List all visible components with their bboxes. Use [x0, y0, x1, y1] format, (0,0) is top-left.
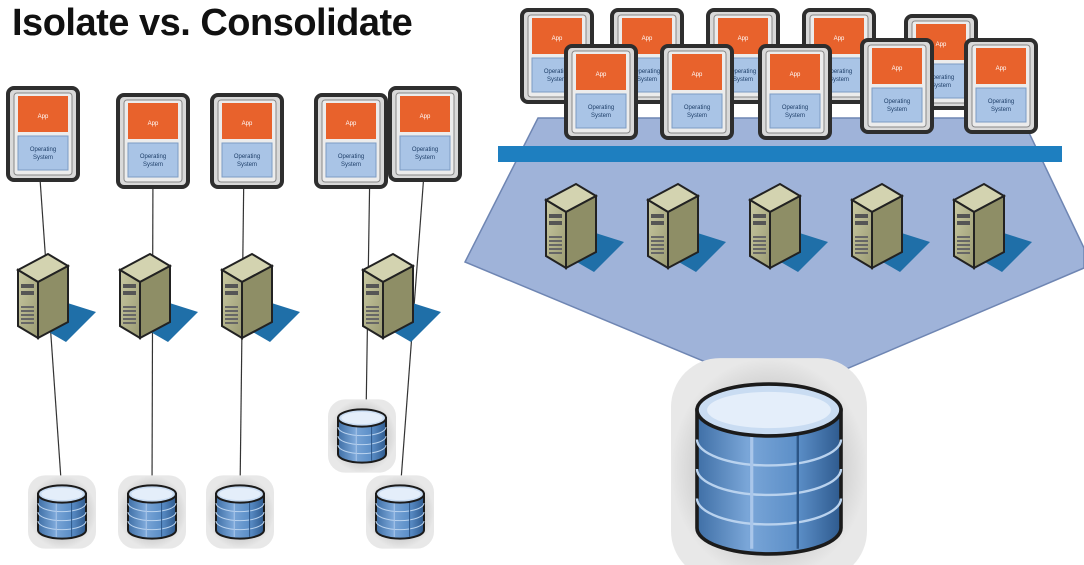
server-tower-icon: [360, 252, 441, 342]
server-tower-icon: [747, 182, 828, 272]
os-label-line1: Operating: [988, 99, 1014, 105]
os-label-line1: Operating: [826, 69, 852, 75]
os-box: [871, 87, 923, 123]
os-label-line2: System: [415, 155, 435, 161]
server-tower-icon: [15, 252, 96, 342]
network-bus-icon: [498, 146, 1062, 162]
os-label-line1: Operating: [782, 105, 808, 111]
os-label-line2: System: [733, 77, 753, 83]
app-label: App: [892, 66, 903, 72]
os-label-line2: System: [785, 113, 805, 119]
page-title: Isolate vs. Consolidate: [12, 2, 413, 44]
database-cylinder-icon: [28, 475, 96, 549]
server-tower-icon: [219, 252, 300, 342]
app-box: [770, 54, 820, 90]
os-label-line2: System: [143, 162, 163, 168]
app-box: [872, 48, 922, 84]
app-box: [222, 103, 272, 139]
os-label-line1: Operating: [544, 69, 570, 75]
app-label: App: [790, 72, 801, 78]
app-label: App: [552, 36, 563, 42]
app-label: App: [596, 72, 607, 78]
os-label-line1: Operating: [730, 69, 756, 75]
os-box: [671, 93, 723, 129]
os-label-line1: Operating: [412, 147, 438, 153]
app-box: [400, 96, 450, 132]
os-box: [575, 93, 627, 129]
database-cylinder-icon: [671, 358, 867, 565]
app-label: App: [936, 42, 947, 48]
os-label-line2: System: [591, 113, 611, 119]
server-tower-icon: [543, 182, 624, 272]
app-label: App: [996, 66, 1007, 72]
app-box: [18, 96, 68, 132]
server-tower-icon: [951, 182, 1032, 272]
app-label: App: [692, 72, 703, 78]
os-label-line2: System: [33, 155, 53, 161]
app-box: [326, 103, 376, 139]
database-cylinder-icon: [328, 399, 396, 473]
os-box: [975, 87, 1027, 123]
os-label-line2: System: [829, 77, 849, 83]
os-label-line1: Operating: [928, 75, 954, 81]
app-box: [672, 54, 722, 90]
database-cylinder-icon: [118, 475, 186, 549]
app-label: App: [38, 114, 49, 120]
os-label-line2: System: [687, 113, 707, 119]
os-box: [325, 142, 377, 178]
os-label-line1: Operating: [684, 105, 710, 111]
os-label-line1: Operating: [588, 105, 614, 111]
app-box: [128, 103, 178, 139]
os-label-line2: System: [887, 107, 907, 113]
os-label-line2: System: [341, 162, 361, 168]
server-tower-icon: [117, 252, 198, 342]
database-cylinder-icon: [366, 475, 434, 549]
app-label: App: [346, 121, 357, 127]
os-box: [221, 142, 273, 178]
app-label: App: [420, 114, 431, 120]
server-tower-icon: [849, 182, 930, 272]
app-box: [576, 54, 626, 90]
app-label: App: [642, 36, 653, 42]
os-box: [17, 135, 69, 171]
os-label-line1: Operating: [30, 147, 56, 153]
os-label-line2: System: [931, 83, 951, 89]
os-box: [127, 142, 179, 178]
os-label-line2: System: [547, 77, 567, 83]
os-label-line1: Operating: [234, 154, 260, 160]
database-cylinder-icon: [206, 475, 274, 549]
os-label-line1: Operating: [140, 154, 166, 160]
os-label-line2: System: [991, 107, 1011, 113]
os-box: [399, 135, 451, 171]
app-label: App: [242, 121, 253, 127]
server-tower-icon: [645, 182, 726, 272]
os-label-line2: System: [237, 162, 257, 168]
app-label: App: [148, 121, 159, 127]
os-label-line2: System: [637, 77, 657, 83]
os-box: [769, 93, 821, 129]
app-box: [976, 48, 1026, 84]
os-label-line1: Operating: [884, 99, 910, 105]
app-label: App: [738, 36, 749, 42]
app-label: App: [834, 36, 845, 42]
os-label-line1: Operating: [338, 154, 364, 160]
os-label-line1: Operating: [634, 69, 660, 75]
